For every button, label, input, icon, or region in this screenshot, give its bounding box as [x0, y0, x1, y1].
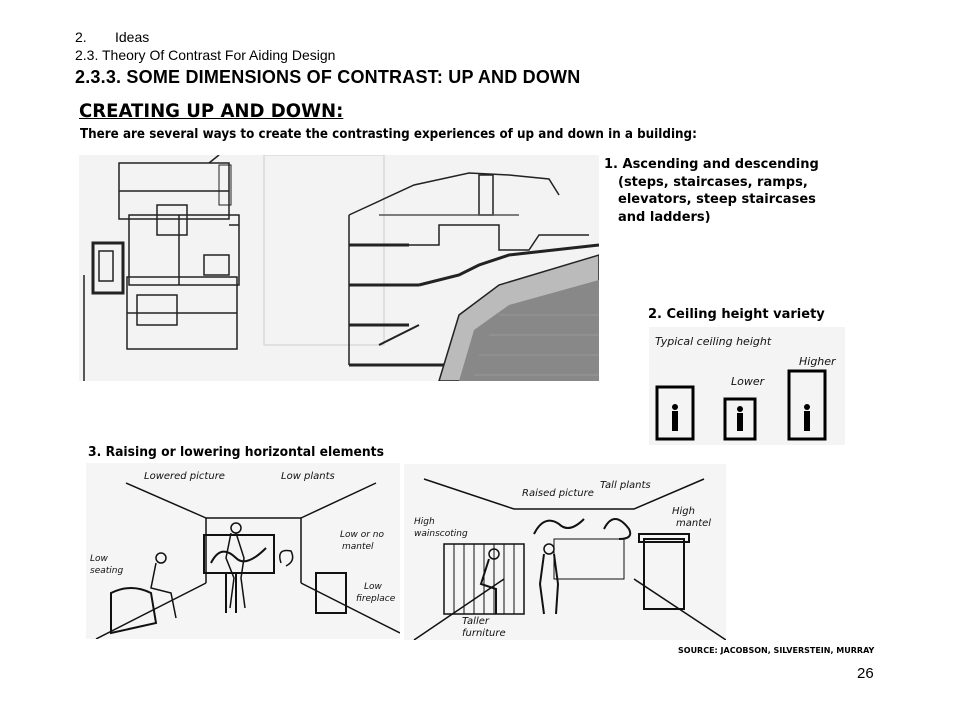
- label-low-mantel-2: mantel: [342, 542, 374, 552]
- source-credit: SOURCE: JACOBSON, SILVERSTEIN, MURRAY: [678, 646, 875, 655]
- label-low-seating-1: Low: [90, 554, 109, 564]
- lowered-elements-sketch: Lowered picture Low plants Low or no man…: [86, 463, 400, 639]
- intro-text: There are several ways to create the con…: [80, 127, 697, 142]
- raised-elements-sketch: Raised picture Tall plants High mantel H…: [404, 464, 726, 640]
- floor-plan: [83, 155, 240, 381]
- label-lower: Lower: [731, 375, 766, 388]
- point-1-line-3: elevators, steep staircases: [618, 192, 816, 207]
- label-low-fireplace-1: Low: [364, 582, 383, 592]
- subsection-heading: 2.3.3. SOME DIMENSIONS OF CONTRAST: UP A…: [75, 67, 581, 87]
- point-1-line-2: (steps, staircases, ramps,: [618, 174, 808, 190]
- label-high-mantel-1: High: [672, 506, 695, 517]
- section-heading: 2.3. Theory Of Contrast For Aiding Desig…: [75, 47, 336, 63]
- human-figures: [672, 404, 810, 431]
- chapter-title: Ideas: [115, 29, 150, 45]
- chapter-heading: 2. Ideas: [75, 29, 149, 45]
- point-1-text: 1. Ascending and descending (steps, stai…: [604, 156, 844, 226]
- label-taller-furniture-1: Taller: [462, 616, 490, 627]
- label-high-mantel-2: mantel: [676, 518, 711, 529]
- label-higher: Higher: [799, 355, 837, 368]
- plan-section-drawing: [79, 155, 599, 381]
- label-high-wainscoting-2: wainscoting: [414, 529, 468, 539]
- point-3-text: 3. Raising or lowering horizontal elemen…: [88, 445, 384, 460]
- label-low-mantel-1: Low or no: [340, 530, 385, 540]
- label-taller-furniture-2: furniture: [462, 628, 506, 639]
- label-tall-plants: Tall plants: [600, 480, 651, 491]
- label-lowered-picture: Lowered picture: [144, 471, 225, 482]
- chapter-number: 2.: [75, 29, 87, 45]
- label-low-fireplace-2: fireplace: [356, 594, 396, 604]
- point-1-line-4: and ladders): [618, 209, 711, 225]
- label-low-seating-2: seating: [90, 566, 123, 576]
- ceiling-height-sketch: Typical ceiling height Lower Higher: [649, 327, 845, 445]
- page-title: CREATING UP AND DOWN:: [79, 100, 344, 122]
- label-typical-ceiling: Typical ceiling height: [655, 335, 772, 348]
- label-raised-picture: Raised picture: [522, 488, 594, 499]
- page-number: 26: [857, 665, 874, 682]
- point-1-line-1: 1. Ascending and descending: [604, 157, 819, 172]
- point-2-text: 2. Ceiling height variety: [648, 307, 825, 322]
- label-low-plants: Low plants: [281, 471, 335, 482]
- label-high-wainscoting-1: High: [414, 517, 435, 527]
- building-section: [263, 155, 599, 381]
